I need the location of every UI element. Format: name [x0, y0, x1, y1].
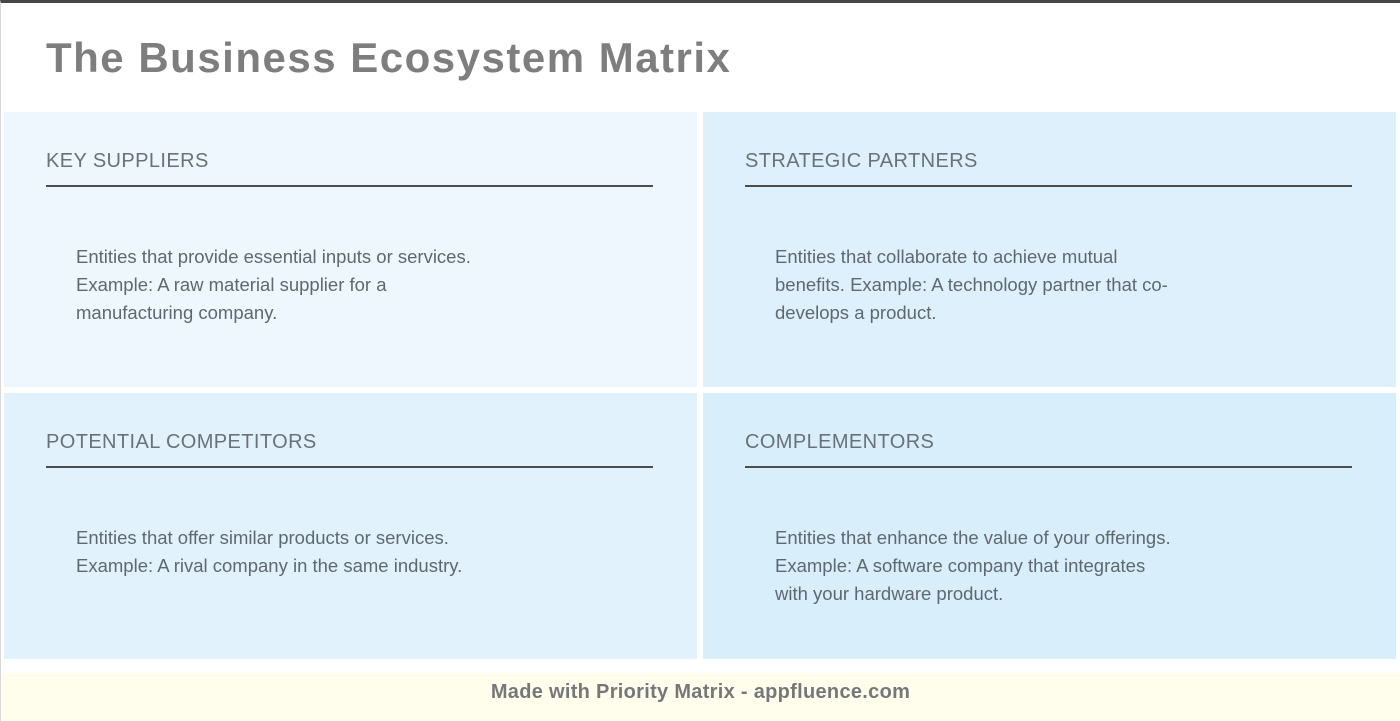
quadrant-description: Entities that provide essential inputs o… [76, 246, 471, 323]
page-title: The Business Ecosystem Matrix [46, 33, 732, 81]
footer-banner: Made with Priority Matrix - appfluence.c… [1, 673, 1400, 721]
quadrant-title: COMPLEMENTORS [745, 431, 1352, 468]
quadrant-title: POTENTIAL COMPETITORS [46, 431, 653, 468]
quadrant-key-suppliers: KEY SUPPLIERS Entities that provide esse… [4, 112, 697, 387]
quadrant-description: Entities that offer similar products or … [76, 527, 463, 576]
page-header: The Business Ecosystem Matrix [1, 3, 1400, 112]
footer-attribution-text: Made with Priority Matrix - appfluence.c… [490, 681, 911, 703]
quadrant-complementors: COMPLEMENTORS Entities that enhance the … [703, 393, 1396, 659]
quadrant-description: Entities that collaborate to achieve mut… [775, 246, 1168, 323]
quadrant-description: Entities that enhance the value of your … [775, 527, 1171, 604]
quadrant-potential-competitors: POTENTIAL COMPETITORS Entities that offe… [4, 393, 697, 659]
matrix-grid: KEY SUPPLIERS Entities that provide esse… [4, 112, 1396, 659]
quadrant-title: KEY SUPPLIERS [46, 150, 653, 187]
quadrant-title: STRATEGIC PARTNERS [745, 150, 1352, 187]
quadrant-strategic-partners: STRATEGIC PARTNERS Entities that collabo… [703, 112, 1396, 387]
